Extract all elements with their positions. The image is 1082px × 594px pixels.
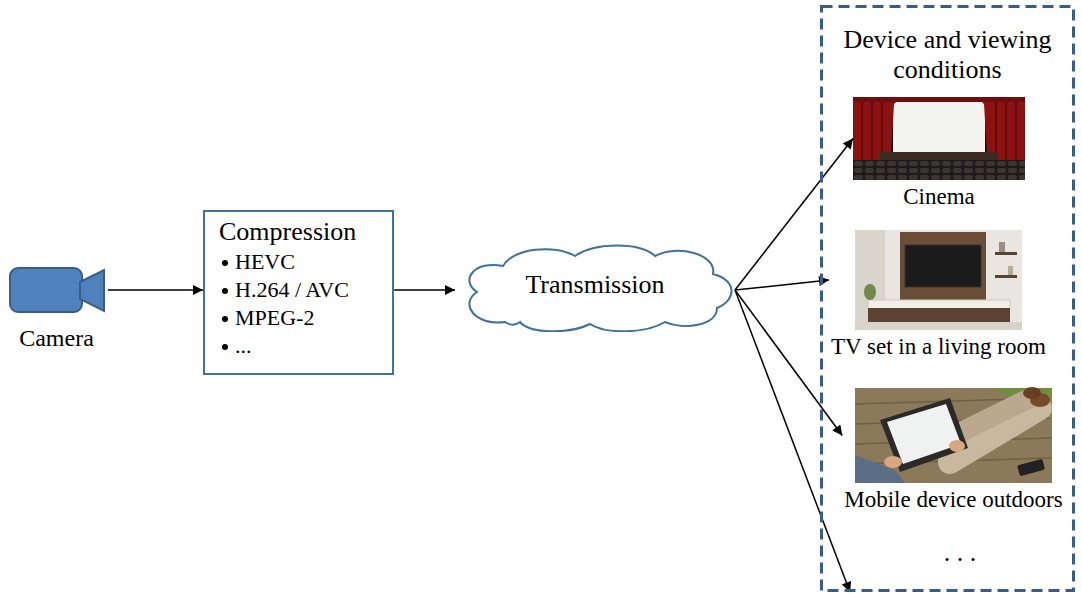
mobile-outdoors-picture [855, 387, 1052, 483]
arrow-connector [394, 289, 455, 291]
picture-label: Cinema [903, 184, 975, 210]
camera-node: Camera [5, 262, 108, 352]
box-title: Compression [219, 216, 356, 248]
picture-label: Mobile device outdoors [844, 487, 1062, 513]
ellipsis-label: . . . [925, 538, 995, 568]
cinema-picture [853, 97, 1025, 180]
tv-node: TV set in a living room [829, 230, 1048, 360]
list-text: ... [235, 332, 252, 360]
bullet-dot [222, 344, 228, 350]
cloud-label: Transmission [525, 270, 664, 300]
arrow-connector [735, 280, 829, 290]
picture-space [842, 388, 1064, 483]
transmission-cloud: Transmission [455, 242, 735, 332]
bullet-dot [222, 288, 228, 294]
list-item: ... [219, 332, 380, 360]
dashed-border [822, 7, 1074, 591]
living-room-picture [855, 230, 1022, 330]
group-heading: Device and viewing conditions [828, 5, 1067, 85]
list-item: MPEG-2 [219, 304, 380, 332]
node-label: Camera [19, 324, 94, 352]
list-text: HEVC [235, 248, 295, 276]
cloud-shape [469, 246, 731, 332]
list-text: H.264 / AVC [235, 276, 349, 304]
list-item: HEVC [219, 248, 380, 276]
list-item: H.264 / AVC [219, 276, 380, 304]
camera-icon [10, 268, 104, 312]
arrow-connector [735, 290, 842, 436]
arrow-connector [735, 139, 853, 291]
cinema-node: Cinema [853, 97, 1025, 210]
mobile-node: Mobile device outdoors [842, 388, 1064, 513]
arrow-connector [108, 289, 203, 291]
picture-space [829, 230, 1048, 330]
bullet-dot [222, 316, 228, 322]
list-text: MPEG-2 [235, 304, 314, 332]
compression-box: CompressionHEVCH.264 / AVCMPEG-2... [203, 210, 394, 375]
picture-space [853, 97, 1025, 180]
device-group: Cinema TV set in a living roomMobile devi… [820, 5, 1075, 592]
bullet-dot [222, 260, 228, 266]
picture-label: TV set in a living room [831, 334, 1046, 360]
